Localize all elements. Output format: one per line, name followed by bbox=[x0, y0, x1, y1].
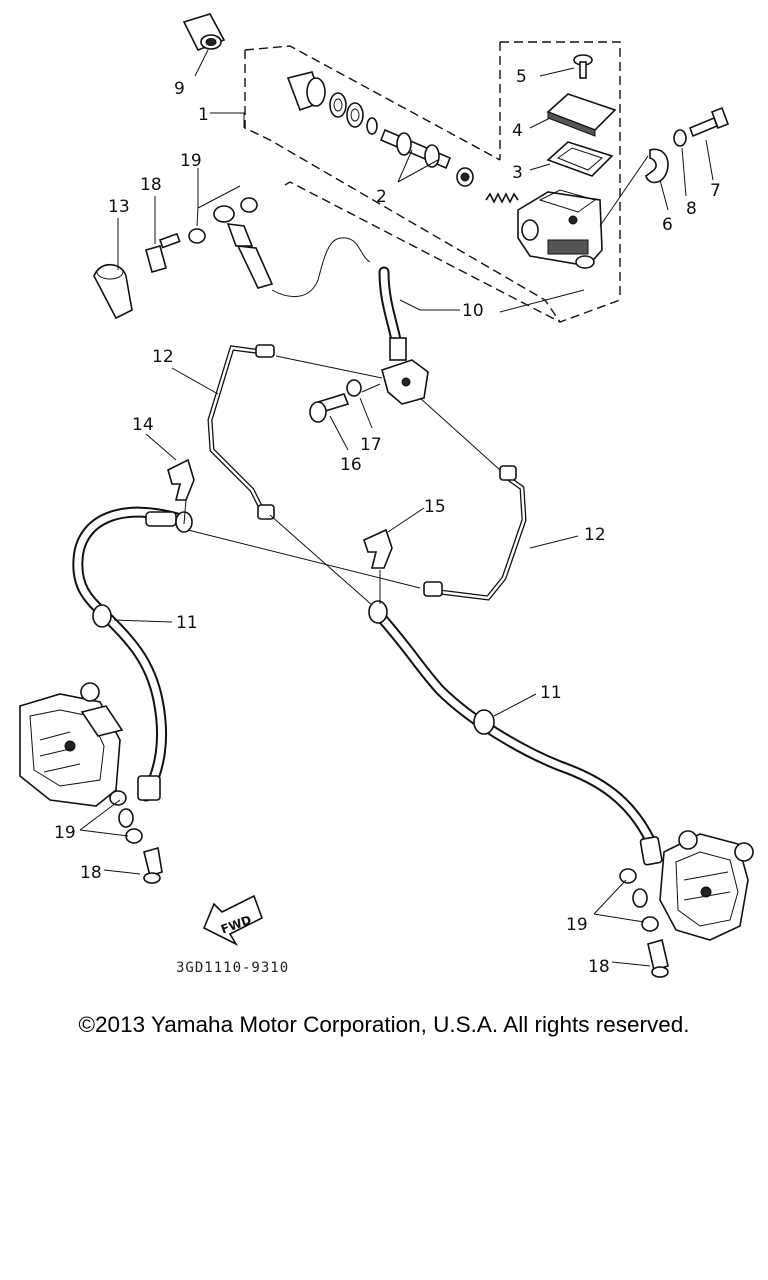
callout-19-right: 19 bbox=[566, 915, 588, 935]
callout-18-top: 18 bbox=[140, 175, 162, 195]
part-19-washers-top bbox=[188, 197, 258, 244]
callout-18-right: 18 bbox=[588, 957, 610, 977]
center-lines bbox=[183, 155, 649, 606]
callout-19-left: 19 bbox=[54, 823, 76, 843]
callout-16: 16 bbox=[340, 455, 362, 475]
part-2-piston bbox=[379, 128, 474, 187]
callout-8: 8 bbox=[686, 199, 697, 219]
callout-18-left: 18 bbox=[80, 863, 102, 883]
part-11-hose-left bbox=[72, 506, 193, 802]
copyright-notice: ©2013 Yamaha Motor Corporation, U.S.A. A… bbox=[78, 1012, 690, 1037]
part-10-brake-hose bbox=[271, 237, 407, 361]
piston-kit-parts bbox=[286, 71, 378, 135]
callout-6: 6 bbox=[662, 215, 673, 235]
part-8-washer bbox=[673, 129, 687, 147]
callout-leaders bbox=[79, 49, 714, 967]
master-cylinder-assembly-outline bbox=[244, 41, 621, 323]
part-12-brake-pipe bbox=[423, 465, 527, 601]
part-13-brake-pipe bbox=[207, 344, 275, 520]
callout-17-label: 17 bbox=[360, 435, 382, 455]
banjo-fitting-top bbox=[213, 205, 274, 289]
part-18-bolt-bottom-left bbox=[143, 846, 163, 884]
brake-parts-diagram: FWD 9 1 2 3 bbox=[19, 13, 754, 978]
callout-7: 7 bbox=[710, 181, 721, 201]
callout-2: 2 bbox=[376, 187, 387, 207]
part-9-boot bbox=[182, 13, 226, 52]
callout-15-right: 15 bbox=[424, 497, 446, 517]
drawing-code: 3GD1110-9310 bbox=[176, 960, 290, 976]
callout-numbers: 9 1 2 3 4 5 6 8 7 19 18 13 10 12 14 15 1… bbox=[54, 67, 721, 977]
callout-5: 5 bbox=[516, 67, 527, 87]
part-11-hose-right bbox=[368, 600, 663, 866]
callout-14: 13 bbox=[108, 197, 130, 217]
part-15-clamp-left bbox=[167, 458, 195, 501]
part-3-diaphragm bbox=[546, 141, 614, 177]
part-4-cover bbox=[546, 93, 617, 137]
part-19-washers-bottom-left bbox=[109, 790, 143, 844]
callout-11-left: 11 bbox=[176, 613, 198, 633]
part-17-washer bbox=[346, 379, 362, 397]
part-5-screw bbox=[573, 54, 593, 79]
callout-13: 12 bbox=[152, 347, 174, 367]
callout-1: 1 bbox=[198, 105, 209, 125]
part-7-bolt bbox=[688, 106, 730, 138]
callout-3: 3 bbox=[512, 163, 523, 183]
callout-9: 9 bbox=[174, 79, 185, 99]
caliper-left bbox=[19, 682, 124, 807]
callout-15-left: 14 bbox=[132, 415, 154, 435]
callout-19-top: 19 bbox=[180, 151, 202, 171]
spring bbox=[485, 192, 519, 204]
callout-11-right: 11 bbox=[540, 683, 562, 703]
fwd-arrow-icon: FWD bbox=[202, 894, 263, 946]
part-6-clamp bbox=[645, 148, 669, 184]
joint-block bbox=[381, 359, 429, 405]
callout-4: 4 bbox=[512, 121, 523, 141]
callout-10: 10 bbox=[462, 301, 484, 321]
master-cylinder-body bbox=[517, 189, 603, 269]
part-18-bolt-bottom-right bbox=[647, 938, 669, 978]
part-14-cap bbox=[93, 263, 133, 320]
part-16-bolt bbox=[309, 393, 350, 423]
part-15-clamp-right bbox=[363, 528, 393, 569]
caliper-right bbox=[659, 830, 754, 941]
part-18-bolt-top bbox=[145, 232, 181, 273]
part-19-washers-bottom-right bbox=[619, 868, 659, 932]
callout-12-label: 12 bbox=[584, 525, 606, 545]
